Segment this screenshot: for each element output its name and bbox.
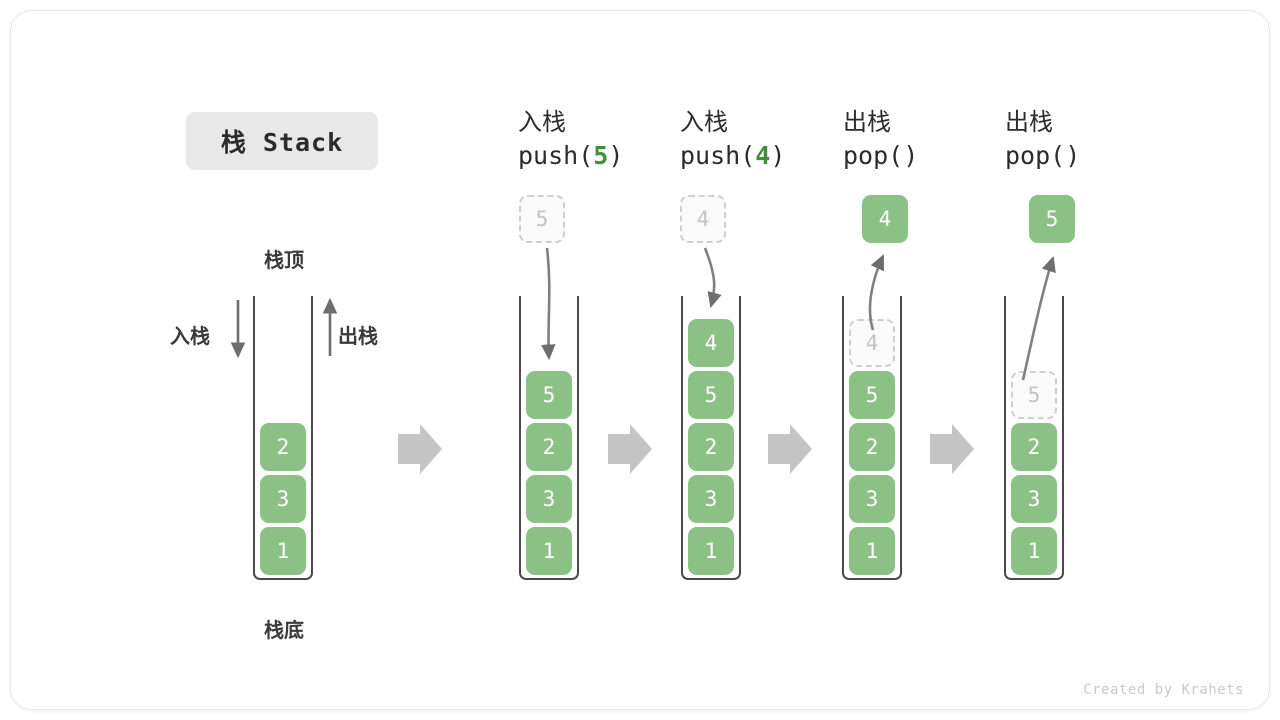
stack-cell: 4 — [688, 319, 734, 367]
stack-cell: 2 — [526, 423, 572, 471]
stack-cell-ghost: 5 — [1011, 371, 1057, 419]
stack-frame-pop-2 — [1004, 296, 1064, 580]
column-header-cn: 入栈 — [680, 108, 728, 136]
stack-cell: 3 — [849, 475, 895, 523]
column-header-cn: 出栈 — [843, 108, 891, 136]
column-header-code: push(5) — [518, 141, 624, 171]
title-chip: 栈 Stack — [186, 112, 378, 170]
stack-cell: 1 — [526, 527, 572, 575]
column-header-push-4: 入栈 push(4) — [680, 106, 880, 174]
stack-cell: 1 — [688, 527, 734, 575]
floating-popped-box: 5 — [1029, 195, 1075, 243]
stack-cell: 3 — [526, 475, 572, 523]
stack-bottom-label: 栈底 — [264, 618, 304, 642]
pop-side-label: 出栈 — [338, 324, 378, 348]
stack-cell: 1 — [260, 527, 306, 575]
floating-ghost-box: 5 — [519, 195, 565, 243]
stack-cell: 2 — [260, 423, 306, 471]
column-header-cn: 入栈 — [518, 108, 566, 136]
stack-cell: 3 — [1011, 475, 1057, 523]
stack-frame-pop-1 — [842, 296, 902, 580]
stack-cell: 2 — [849, 423, 895, 471]
stack-cell: 3 — [260, 475, 306, 523]
stack-frame-push-4 — [681, 296, 741, 580]
stack-cell: 5 — [688, 371, 734, 419]
push-side-label: 入栈 — [170, 324, 210, 348]
floating-popped-box: 4 — [862, 195, 908, 243]
stack-frame-initial — [253, 296, 313, 580]
column-header-push-5: 入栈 push(5) — [518, 106, 718, 174]
stack-cell: 5 — [526, 371, 572, 419]
stack-cell: 2 — [1011, 423, 1057, 471]
stack-cell: 1 — [1011, 527, 1057, 575]
floating-ghost-box: 4 — [680, 195, 726, 243]
stack-top-label: 栈顶 — [264, 248, 304, 272]
column-header-code: pop() — [1005, 141, 1081, 171]
credit-watermark: Created by Krahets — [1083, 682, 1244, 698]
stack-cell: 1 — [849, 527, 895, 575]
column-header-code: pop() — [843, 141, 919, 171]
stack-frame-push-5 — [519, 296, 579, 580]
column-header-pop-1: 出栈 pop() — [843, 106, 1043, 174]
stack-cell: 2 — [688, 423, 734, 471]
stack-cell-ghost: 4 — [849, 319, 895, 367]
column-header-cn: 出栈 — [1005, 108, 1053, 136]
stack-cell: 5 — [849, 371, 895, 419]
column-header-code: push(4) — [680, 141, 786, 171]
column-header-pop-2: 出栈 pop() — [1005, 106, 1205, 174]
stack-cell: 3 — [688, 475, 734, 523]
